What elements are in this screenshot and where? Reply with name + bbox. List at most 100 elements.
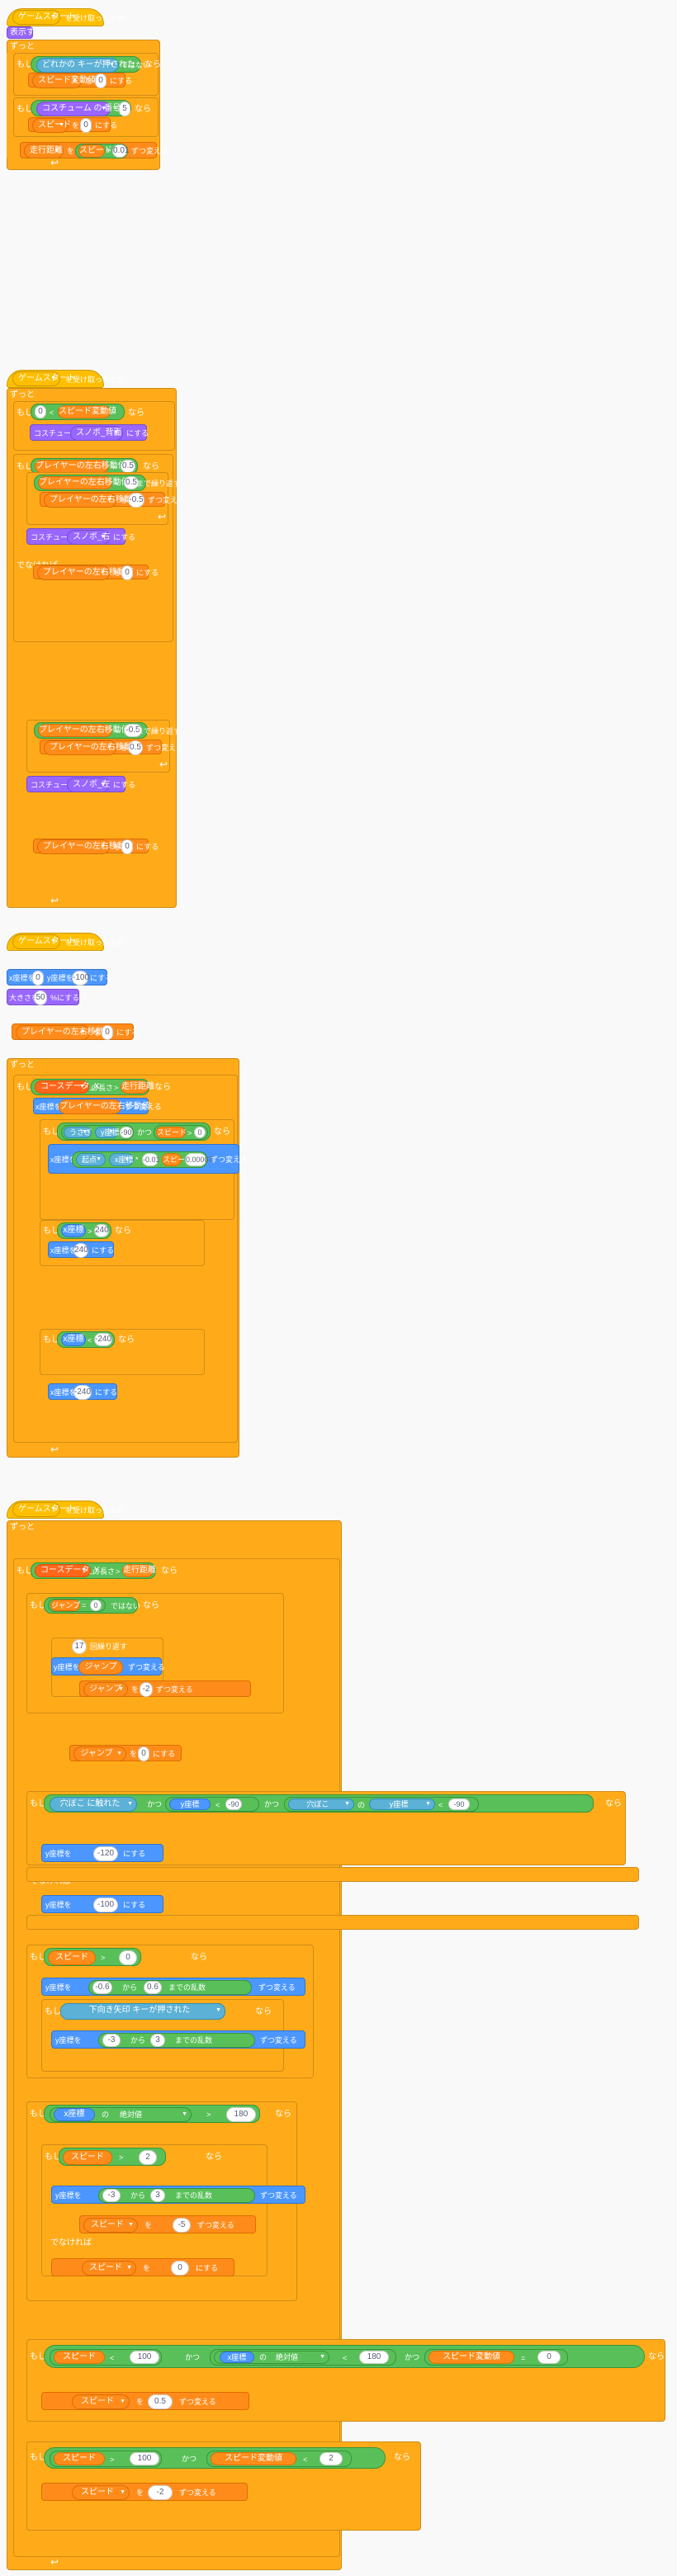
key-pressed-sensor[interactable]: 下向き矢印 キーが押された (60, 2003, 225, 2020)
value-input[interactable]: -0.5 (128, 493, 144, 508)
not-operator[interactable]: どれかの キーが押された ではない (31, 56, 150, 73)
size-input[interactable]: 50 (34, 990, 47, 1005)
value-input[interactable]: -90 (120, 1127, 133, 1138)
abs-operator[interactable]: x座標 の 絶対値 (50, 2107, 192, 2122)
set-variable-block[interactable]: プレイヤーの左右移動値 を 0 にする (33, 565, 159, 580)
value-input[interactable]: 0 (171, 2261, 189, 2276)
change-variable-block[interactable]: スピード を -5 ずつ変える (79, 2215, 256, 2233)
change-variable-block[interactable]: ジャンプ を -2 ずつ変える (79, 1680, 251, 1697)
change-y-block[interactable]: y座標を -0.6 から 0.6 までの乱数 ずつ変える (41, 1978, 305, 1996)
costume-dropdown[interactable]: スノボ_左 (67, 778, 111, 792)
value-input[interactable]: -90 (225, 1798, 242, 1810)
value-input[interactable]: 0 (537, 2351, 561, 2364)
value-input[interactable]: -0.01 (142, 1153, 160, 1166)
speed-reporter[interactable]: スピード (54, 2351, 105, 2364)
lt-operator[interactable]: y座標 < -90 (165, 1797, 259, 1812)
list-dropdown[interactable]: コースデータ_X (35, 1080, 100, 1094)
speed-reporter[interactable]: スピード (48, 1950, 96, 1965)
change-y-block[interactable]: y座標を -3 から 3 までの乱数 ずつ変える (51, 2186, 305, 2204)
not-operator[interactable]: ジャンプ = 0 ではない (44, 1597, 140, 1614)
value-input[interactable]: 0 (80, 118, 92, 133)
and-operator[interactable]: スピード < 100 かつ x座標 の 絶対値 < 180 かつ スピード変動値… (44, 2345, 645, 2368)
when-receive-hat[interactable]: ゲームスタート を受け取ったとき (7, 933, 125, 951)
variable-dropdown[interactable]: プレイヤーの左右移動値 (37, 839, 134, 854)
gt-operator[interactable]: スピード > 0 (44, 1948, 141, 1966)
lt-operator[interactable]: 穴ぼこ の y座標 < -90 (284, 1797, 479, 1812)
random-operator[interactable]: -3 から 3 までの乱数 (98, 2033, 255, 2048)
set-y-block[interactable]: y座標を -100 にする (41, 1895, 163, 1913)
lt-operator[interactable]: うさぎ y座標 -90 (61, 1125, 134, 1140)
value-input[interactable]: 0 (121, 565, 133, 580)
jump-reporter[interactable]: ジャンプ (50, 1600, 80, 1611)
speed-reporter[interactable]: スピード (78, 144, 112, 158)
equals-operator[interactable]: コスチューム の 番号 = 5 (31, 100, 131, 116)
gt-operator[interactable]: スピード > 100 (50, 2451, 162, 2467)
x-position-reporter[interactable]: x座標 (61, 1224, 86, 1237)
value-input[interactable]: 180 (359, 2351, 389, 2364)
variable-dropdown[interactable]: プレイヤーの左右移動値 (16, 1025, 112, 1040)
value-input[interactable]: 0 (35, 405, 46, 418)
lt-operator[interactable]: スピード変動値 < 2 (206, 2451, 352, 2467)
if-block[interactable]: もし x座標 > 240 なら (40, 1220, 205, 1266)
switch-costume-block[interactable]: コスチュームを スノボ_左 にする (26, 776, 135, 792)
set-variable-block[interactable]: プレイヤーの左右移動値 を 0 にする (33, 839, 159, 854)
value-input[interactable]: 180 (226, 2107, 256, 2122)
value-input[interactable]: 0.01 (112, 144, 129, 158)
costume-dropdown[interactable]: スノボ_右 (67, 530, 111, 545)
and-operator[interactable]: 穴ぼこ に触れた かつ y座標 < -90 かつ 穴ぼこ の y座標 < -90 (44, 1794, 594, 1813)
random-operator[interactable]: -3 から 3 までの乱数 (98, 2188, 255, 2203)
value-input[interactable]: 0 (102, 1025, 113, 1040)
set-variable-block[interactable]: ジャンプ を 0 にする (69, 1745, 182, 1761)
costume-reporter[interactable]: コスチューム の 番号 (36, 102, 121, 116)
equals-operator[interactable]: スピード変動値 = 0 (424, 2349, 568, 2366)
variable-dropdown[interactable]: スピード (83, 2218, 138, 2233)
value-input[interactable]: 5 (119, 102, 130, 116)
distance-reporter[interactable]: 走行距離 (122, 1564, 156, 1577)
lt-operator[interactable]: スピード < 100 (50, 2349, 162, 2366)
value-input[interactable]: 240 (73, 1243, 88, 1258)
set-x-block[interactable]: x座標を -240 にする (48, 1383, 117, 1400)
speed-reporter[interactable]: スピード (162, 1153, 192, 1166)
value-input[interactable]: 0 (138, 1746, 149, 1761)
gt-operator[interactable]: コースデータ_Y の長さ > 走行距離 (31, 1562, 156, 1579)
costume-dropdown[interactable]: スノボ_背面 (70, 426, 123, 441)
sprite-dropdown[interactable]: 起点 (76, 1153, 106, 1166)
value-input[interactable]: 0 (95, 73, 107, 88)
value-input[interactable]: 0.5 (124, 476, 139, 489)
equals-operator[interactable]: ジャンプ = 0 (48, 1599, 106, 1612)
x-input[interactable]: 0 (32, 971, 44, 985)
change-variable-block[interactable]: プレイヤーの左右移動値 を -0.5 ずつ変える (40, 492, 185, 508)
set-variable-block[interactable]: プレイヤーの左右移動値 を 0 にする (12, 1023, 139, 1040)
change-variable-block[interactable]: スピード を -2 ずつ変える (41, 2483, 248, 2501)
abs-operator[interactable]: x座標 の 絶対値 (214, 2351, 329, 2364)
value-input[interactable]: -2 (148, 2485, 173, 2500)
property-dropdown[interactable]: y座標 (95, 1127, 120, 1138)
speed-reporter[interactable]: スピード (156, 1127, 187, 1138)
distance-reporter[interactable]: 走行距離 (121, 1080, 154, 1094)
repeat-count-input[interactable]: 17 (72, 1639, 87, 1654)
x-position-reporter[interactable]: x座標 (61, 1333, 86, 1346)
when-receive-hat[interactable]: ゲームスタート を受け取ったとき (7, 1501, 125, 1519)
variable-dropdown[interactable]: プレイヤーの左右移動値 (37, 565, 134, 580)
message-dropdown[interactable]: ゲームスタート (12, 934, 76, 949)
message-dropdown[interactable]: ゲームスタート (12, 1502, 76, 1517)
value-input[interactable]: 2 (139, 2150, 157, 2165)
set-y-block[interactable]: y座標を -120 にする (41, 1844, 163, 1862)
speed-reporter[interactable]: スピード (63, 2150, 112, 2165)
gt-operator[interactable]: プレイヤーの左右移動値 > -0.5 (34, 722, 148, 739)
gt-operator[interactable]: スピード > 2 (59, 2148, 166, 2166)
set-size-block[interactable]: 大きさを 50 %にする (7, 989, 79, 1005)
variable-dropdown[interactable]: スピード変動値 (32, 73, 96, 88)
speed-var-reporter[interactable]: スピード変動値 (211, 2452, 296, 2465)
random-from-input[interactable]: -0.6 (92, 1981, 112, 1994)
multiply-operator[interactable]: 起点 x座標 * -0.01 スピード 0.00007 (72, 1151, 213, 1168)
x-position-reporter[interactable]: x座標 (54, 2108, 95, 2121)
value-input[interactable]: 0.00007 (185, 1153, 213, 1166)
variable-dropdown[interactable]: プレイヤーの左右移動値 (44, 493, 140, 508)
value-input[interactable]: -120 (93, 1846, 118, 1861)
player-lr-reporter[interactable]: プレイヤーの左右移動値 (59, 1099, 150, 1114)
variable-dropdown[interactable]: スピード (32, 118, 71, 133)
speed-var-reporter[interactable]: スピード変動値 (58, 405, 116, 418)
lt-operator[interactable]: x座標 の 絶対値 < 180 (210, 2349, 396, 2366)
message-dropdown[interactable]: ゲームスタート (12, 371, 76, 386)
